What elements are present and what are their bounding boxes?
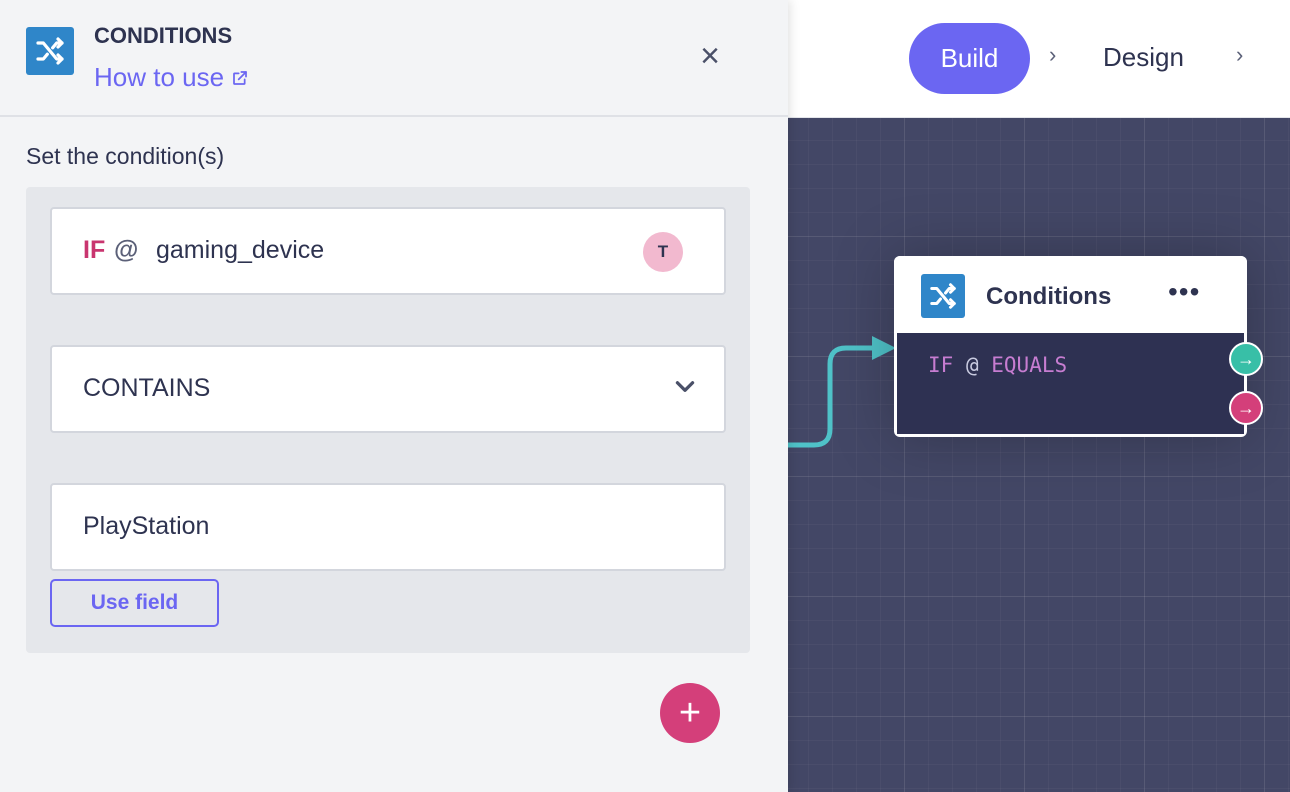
at-symbol: @ — [114, 236, 139, 264]
section-label: Set the condition(s) — [26, 143, 225, 169]
top-navigation-bar — [788, 0, 1290, 118]
chevron-down-icon — [675, 381, 695, 392]
how-to-use-label: How to use — [94, 62, 225, 92]
step-build-button[interactable]: Build — [909, 23, 1030, 94]
use-field-button[interactable]: Use field — [50, 579, 219, 627]
external-link-icon — [233, 70, 247, 85]
node-title: Conditions — [986, 283, 1112, 310]
node-code-operator: EQUALS — [991, 353, 1068, 377]
operator-value: CONTAINS — [83, 374, 211, 402]
variable-type-badge: T — [643, 232, 683, 272]
how-to-use-link[interactable]: How to use — [94, 62, 248, 93]
shuffle-icon — [921, 274, 965, 318]
shuffle-icon — [26, 27, 74, 75]
add-condition-button[interactable]: + — [660, 683, 720, 743]
more-options-icon[interactable]: ••• — [1168, 276, 1201, 307]
node-header: Conditions ••• — [894, 256, 1247, 333]
node-body: IF @ EQUALS — [897, 333, 1244, 434]
step-separator: › — [1049, 42, 1057, 67]
operator-select[interactable]: CONTAINS — [50, 345, 726, 433]
comparison-value: PlayStation — [83, 512, 210, 540]
comparison-value-input[interactable]: PlayStation — [50, 483, 726, 571]
conditions-panel: CONDITIONS How to use × Set the conditio… — [0, 0, 788, 792]
false-output-port-icon[interactable]: → — [1229, 391, 1263, 425]
conditions-node[interactable]: Conditions ••• IF @ EQUALS — [894, 256, 1247, 437]
panel-header: CONDITIONS How to use × — [0, 0, 788, 117]
close-icon[interactable]: × — [700, 37, 720, 75]
step-design-button[interactable]: Design — [1103, 42, 1184, 72]
node-condition-summary: IF @ EQUALS — [928, 353, 1067, 377]
node-code-if: IF — [928, 353, 954, 377]
flow-connector — [788, 336, 896, 448]
node-code-at: @ — [965, 353, 979, 377]
variable-name: gaming_device — [156, 236, 325, 264]
panel-title: CONDITIONS — [94, 23, 233, 48]
variable-field[interactable]: IF @ gaming_device T — [50, 207, 726, 295]
flow-canvas[interactable] — [788, 118, 1290, 792]
step-separator: › — [1236, 42, 1244, 67]
true-output-port-icon[interactable]: → — [1229, 342, 1263, 376]
if-keyword: IF — [83, 236, 106, 264]
